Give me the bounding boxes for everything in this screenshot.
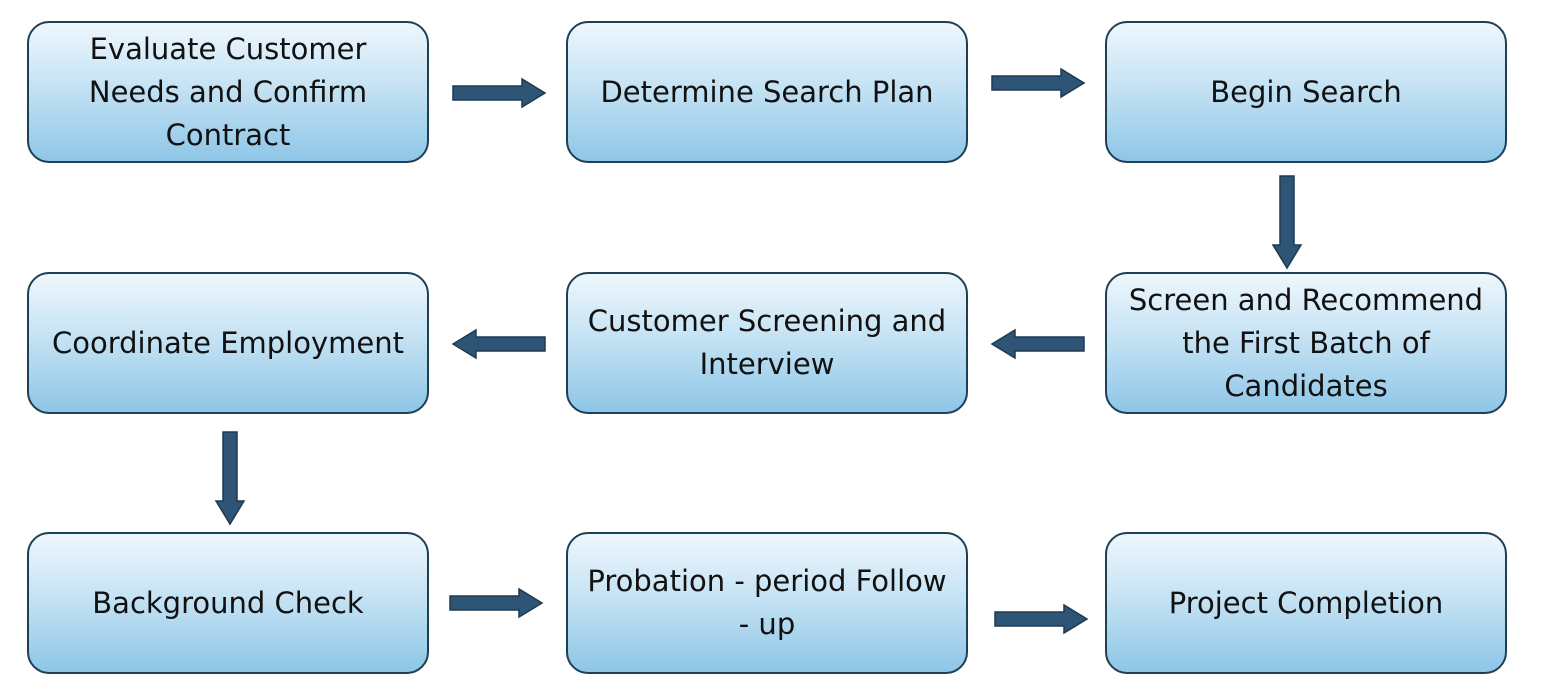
step-project-completion: Project Completion: [1105, 532, 1507, 674]
step-label: Evaluate Customer Needs and Confirm Cont…: [88, 31, 368, 152]
step-label: Determine Search Plan: [600, 74, 934, 109]
arrow-down-icon: [214, 431, 246, 526]
arrow-left-icon: [990, 328, 1085, 360]
step-label: Begin Search: [1210, 74, 1402, 109]
step-label: Coordinate Employment: [52, 325, 404, 360]
arrow-right-icon: [994, 603, 1089, 635]
step-probation-follow-up: Probation - period Follow - up: [566, 532, 968, 674]
arrow-right-icon: [991, 67, 1086, 99]
arrow-right-icon: [449, 587, 544, 619]
step-label: Screen and Recommend the First Batch of …: [1128, 282, 1484, 403]
step-background-check: Background Check: [27, 532, 429, 674]
arrow-down-icon: [1271, 175, 1303, 270]
arrow-left-icon: [451, 328, 546, 360]
step-label: Probation - period Follow - up: [587, 564, 947, 641]
step-customer-screening-interview: Customer Screening and Interview: [566, 272, 968, 414]
step-label: Background Check: [92, 585, 364, 620]
arrow-right-icon: [452, 77, 547, 109]
step-label: Project Completion: [1168, 585, 1444, 620]
step-label: Customer Screening and Interview: [587, 304, 947, 381]
step-begin-search: Begin Search: [1105, 21, 1507, 163]
step-evaluate-customer-needs: Evaluate Customer Needs and Confirm Cont…: [27, 21, 429, 163]
step-screen-recommend-candidates: Screen and Recommend the First Batch of …: [1105, 272, 1507, 414]
step-determine-search-plan: Determine Search Plan: [566, 21, 968, 163]
step-coordinate-employment: Coordinate Employment: [27, 272, 429, 414]
